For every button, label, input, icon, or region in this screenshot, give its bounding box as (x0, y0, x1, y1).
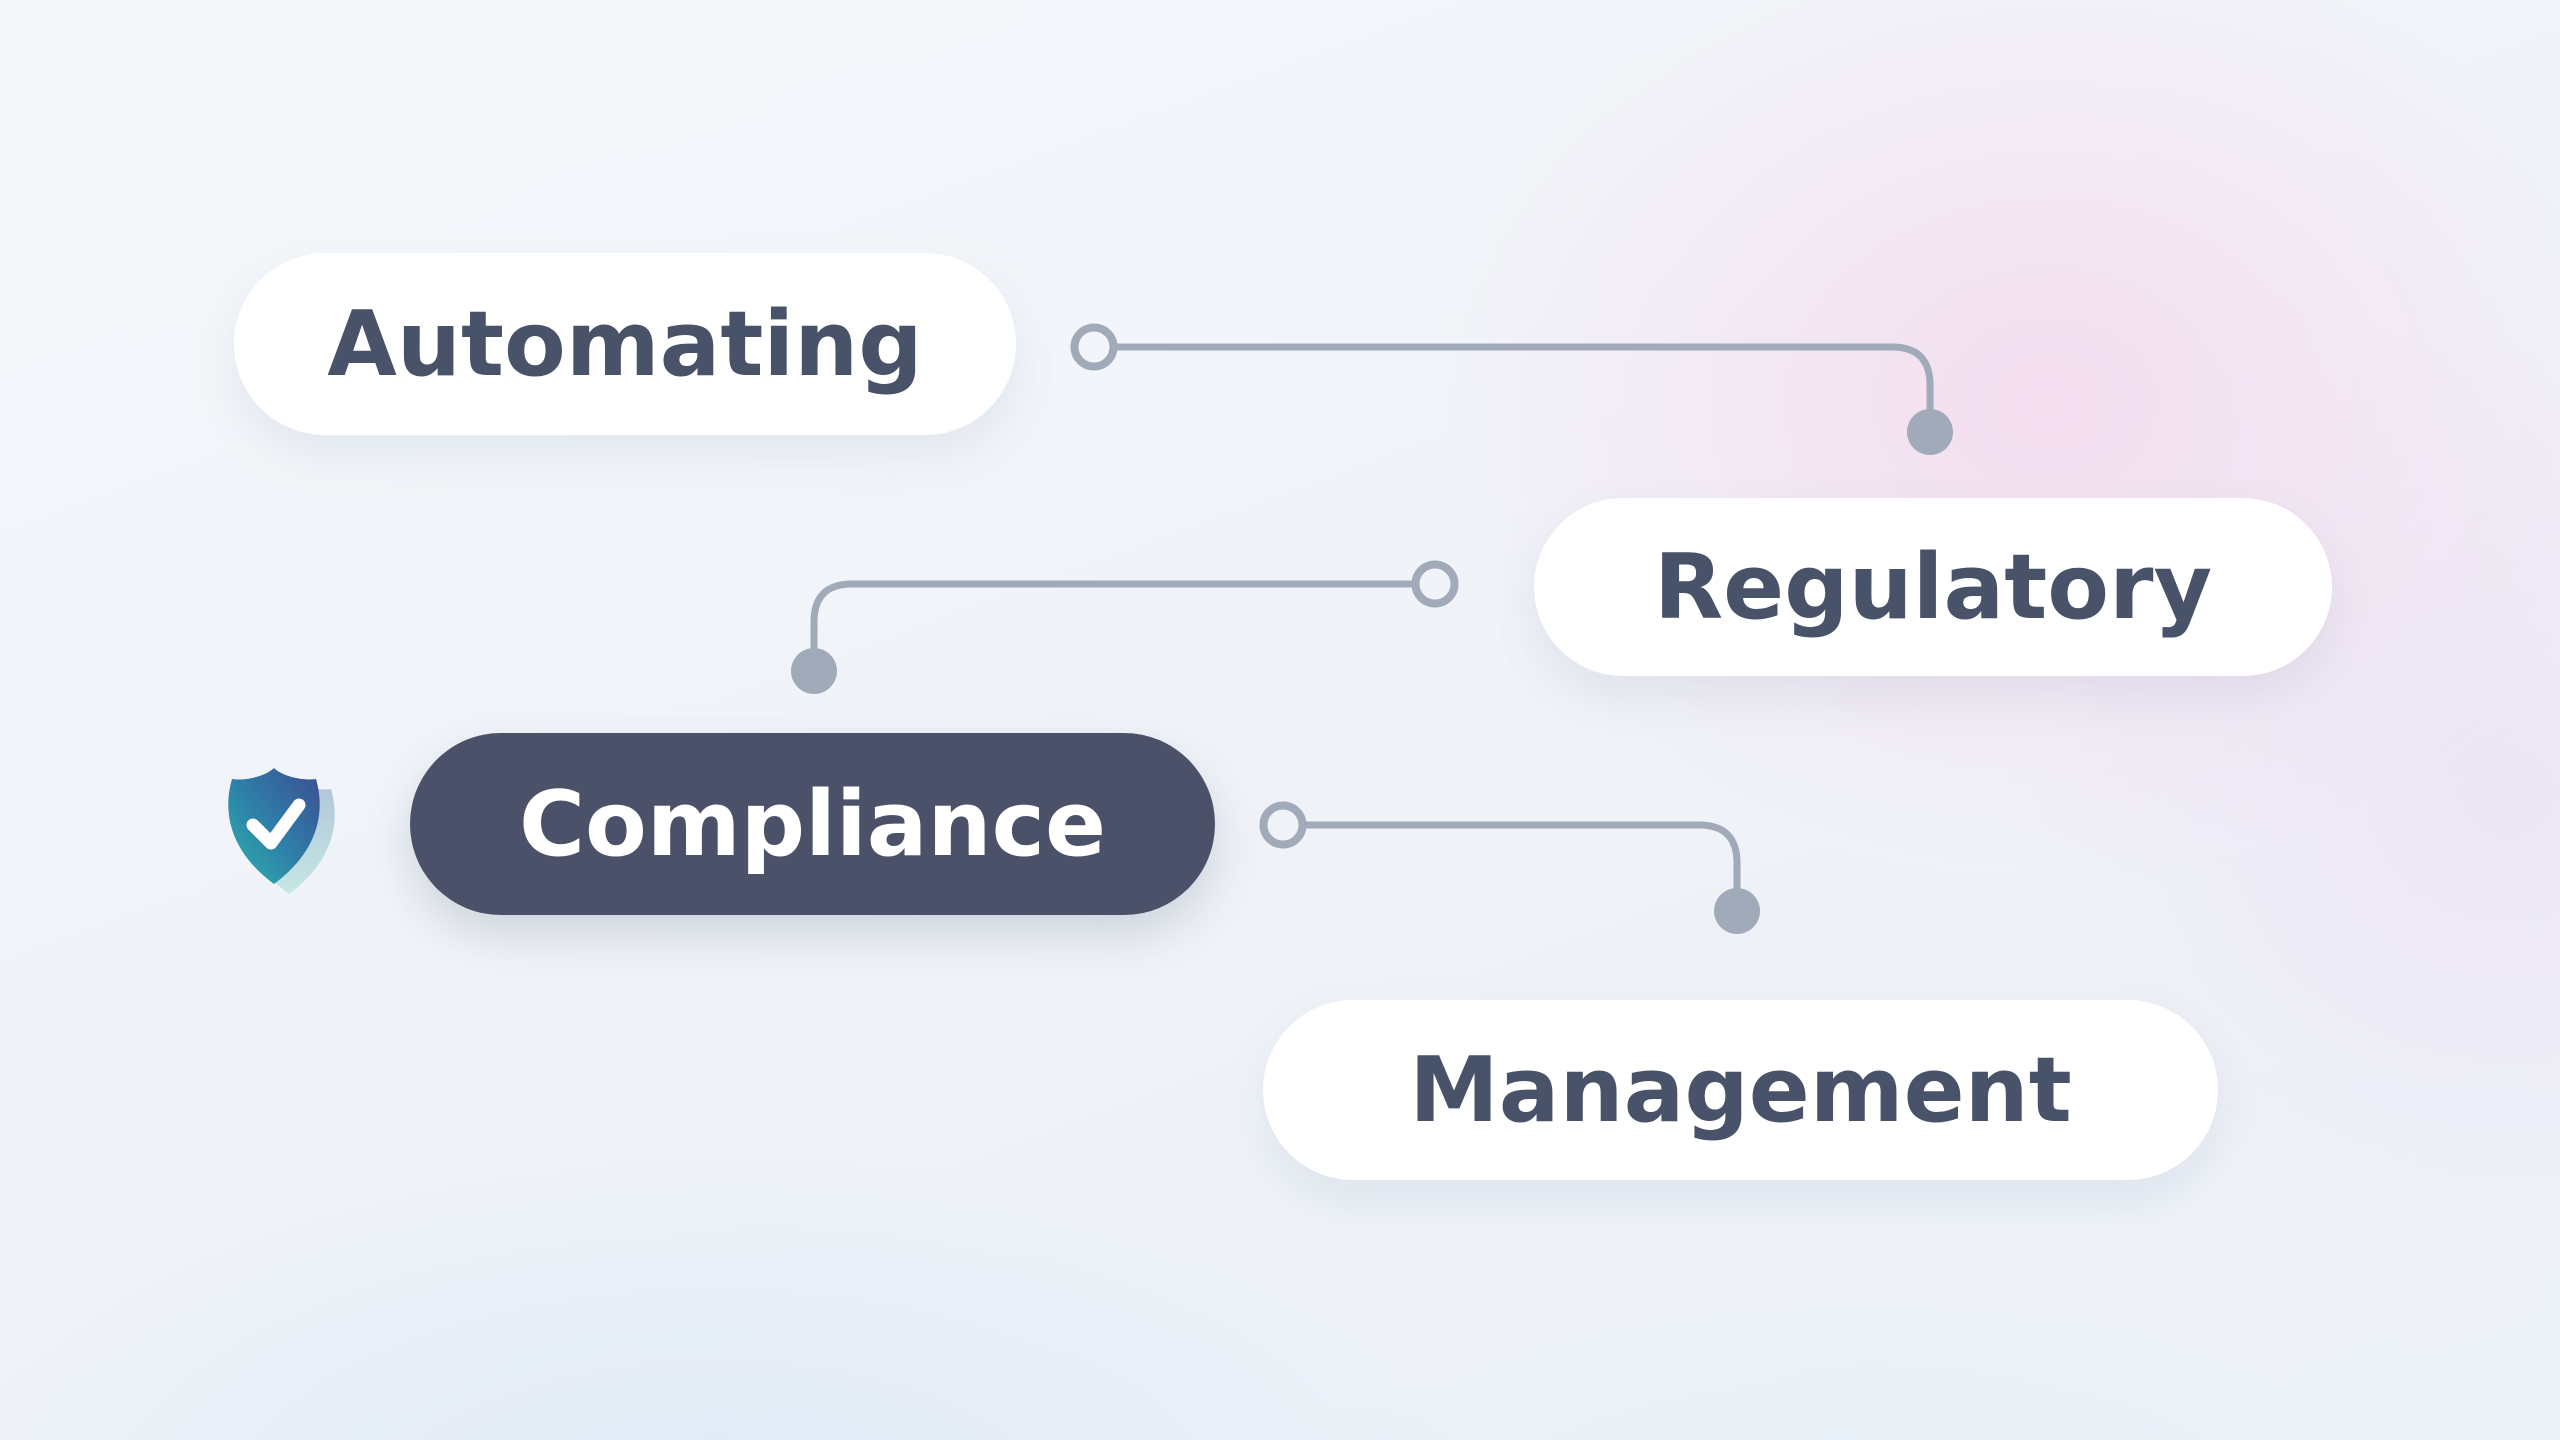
label-pill-management: Management (1263, 1000, 2218, 1180)
connector-regulatory-to-compliance (791, 560, 1459, 694)
label-pill-automating: Automating (234, 253, 1016, 435)
filled-dot-icon (1714, 888, 1760, 934)
open-circle-icon (1411, 560, 1459, 608)
label-text-automating: Automating (327, 291, 923, 397)
filled-dot-icon (1907, 409, 1953, 455)
shield-check-icon (228, 768, 335, 894)
open-circle-icon (1070, 323, 1118, 371)
label-text-compliance: Compliance (519, 771, 1106, 877)
connector-compliance-to-management (1259, 801, 1760, 934)
label-pill-regulatory: Regulatory (1534, 498, 2332, 676)
label-pill-compliance: Compliance (410, 733, 1215, 915)
connector-line (810, 580, 1416, 653)
open-circle-icon (1259, 801, 1307, 849)
connector-automating-to-regulatory (1070, 323, 1953, 455)
filled-dot-icon (791, 648, 837, 694)
check-icon (246, 798, 306, 850)
connector-line (1302, 821, 1741, 892)
label-text-regulatory: Regulatory (1653, 534, 2213, 640)
shield-shape (228, 768, 320, 884)
connector-line (1113, 343, 1934, 414)
label-text-management: Management (1409, 1037, 2072, 1143)
